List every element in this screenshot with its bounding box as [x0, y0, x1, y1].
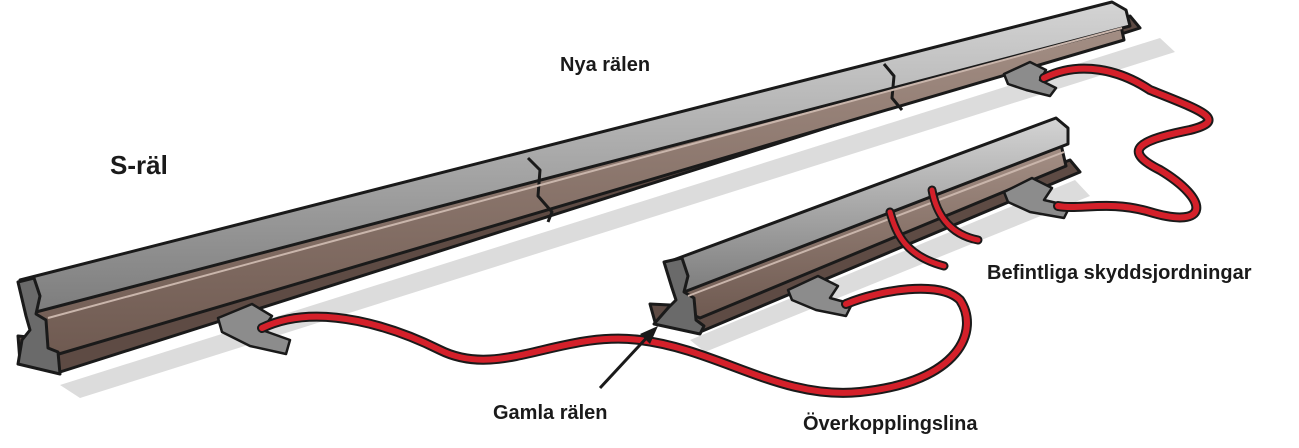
- cables: [257, 63, 1214, 398]
- old-rail: [648, 116, 1082, 336]
- clamp-new-rail-left: [216, 302, 292, 356]
- label-transfer-cable: Överkopplingslina: [803, 413, 978, 435]
- label-new-rail: Nya rälen: [560, 54, 651, 76]
- label-s-rail: S-räl: [110, 150, 168, 180]
- old-rail-pointer-arrow: [598, 326, 658, 390]
- label-existing-grounding: Befintliga skyddsjordningar: [987, 262, 1252, 284]
- clamp-new-rail-right: [1002, 60, 1058, 98]
- label-old-rail: Gamla rälen: [493, 402, 608, 424]
- new-rail: [16, 0, 1142, 376]
- ground-shadows: [60, 38, 1175, 398]
